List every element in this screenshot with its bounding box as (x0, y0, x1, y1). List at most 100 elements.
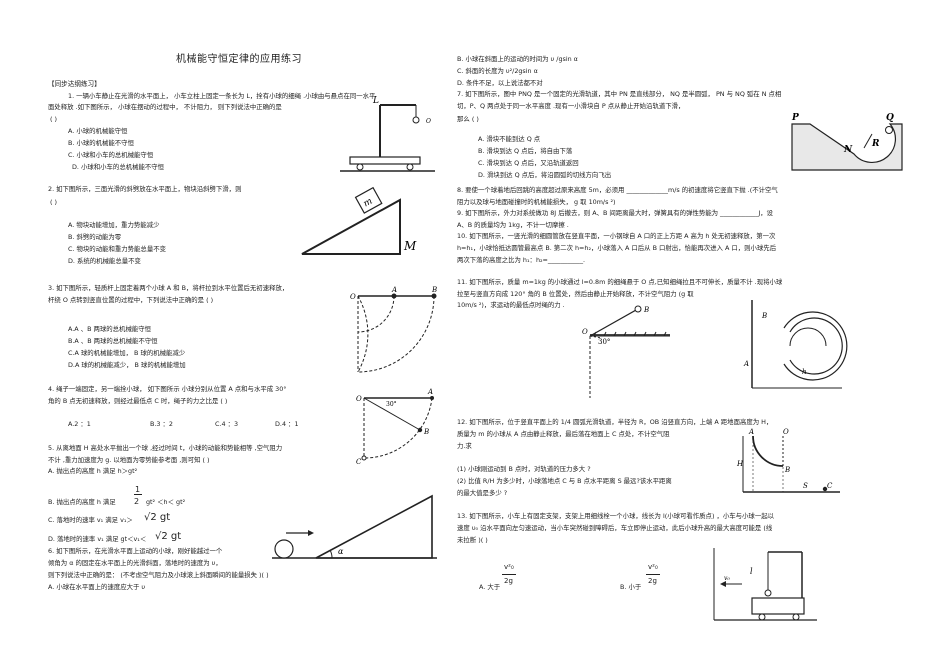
q6-option-a: A. 小球在水平面上的速度应大于 υ (48, 583, 146, 591)
q5-option-d: D. 落地时的速率 v₁ 满足 gt＜v₁＜ (48, 535, 147, 543)
q6-line-1: 6. 如下图所示，在光滑水平面上运动的小球，刚好能越过一个 (48, 547, 223, 555)
q7-label-q: Q (886, 113, 894, 123)
q1-option-c: C. 小球和小车的总机械能守恒 (68, 151, 154, 159)
q13-option-b-den: 2g (648, 577, 657, 585)
q6-option-c: C. 斜面的长度为 υ²/2gsin α (457, 67, 538, 75)
q7-option-c: C. 滑块到达 Q 点后，又沿轨道返回 (478, 159, 579, 167)
q11-line-1: 11. 如下图所示，质量 m=1kg 的小球通过 l=0.8m 的细绳悬于 O … (457, 278, 783, 286)
q6-label-alpha: α (338, 547, 344, 556)
q3-line-1: 3. 如下图所示，轻质杆上固定着两个小球 A 和 B，将杆拉到水平位置后无初速释… (48, 284, 289, 292)
q10-line-1: 10. 如下图所示，一竖光滑的细圆管放在竖直平面，一小钢球自 A 口的正上方距 … (457, 232, 776, 240)
q5-d-sqrt: √2 gt (155, 531, 182, 542)
q2-option-d: D. 系统的机械能总量不变 (68, 257, 141, 265)
q3-label-o: O (350, 293, 356, 301)
q11-line-3: 10m/s ²)，求运动的最低点时绳的力 . (457, 301, 565, 309)
q1-label-o: O (426, 118, 431, 125)
q5-option-b: B. 抛出点的高度 h 满足 (48, 498, 116, 506)
q4-label-o: O (356, 395, 362, 403)
q13-label-l: l (750, 567, 753, 576)
q3-label-b: B (431, 286, 437, 294)
q6-option-b: B. 小球在斜面上的运动的时间为 υ /gsin α (457, 55, 578, 63)
q2-label-big-m: M (403, 239, 417, 253)
q4-label-angle: 30° (386, 401, 397, 408)
q12-arc-figure: H O A B S C (736, 428, 840, 493)
q11-label-b: B (643, 306, 649, 314)
q12-label-a: A (748, 428, 754, 436)
q7-label-n: N (843, 145, 853, 155)
q10-label-b: B (761, 312, 767, 320)
q6-line-3: 则下列说法中正确的是： (不考虑空气阻力及小球滚上斜面瞬间的能量损失 )( ) (48, 571, 269, 579)
q1-cart-figure: L O (340, 96, 435, 172)
q5-b-fraction-den: 2 (134, 497, 140, 506)
q1-option-b: B. 小球的机械能不守恒 (68, 139, 134, 147)
q1-line-2: 面处释放 .如下图所示， 小球在摆动的过程中， 不计阻力， 则下列说法中正确的是 (48, 103, 282, 111)
q10-tube-figure: B A h (743, 300, 848, 389)
q13-option-b: B. 小于 (620, 583, 642, 591)
q12-label-h: H (736, 460, 744, 468)
q13-label-v0: v₀ (724, 575, 730, 582)
q3-option-c: C.A 球的机械能增加， B 球的机械能减少 (68, 349, 186, 357)
q13-option-a-bar (502, 574, 516, 575)
q4-line-1: 4. 绳子一端固定，另一端拴小球， 如下图所示 小球分别从位置 A 点和与水平成… (48, 385, 287, 393)
q12-part-2-cont: 的最大值是多少 ? (457, 489, 508, 497)
q13-option-b-num: v²₀ (648, 563, 658, 571)
q8-line-2: 阻力以及球与地面碰撞时的机械能损失， g 取 10m/s ²) (457, 198, 616, 206)
q9-line-2: A、B 的质量均为 1kg，不计一切摩擦 . (457, 221, 569, 229)
q6-line-2: 倾角为 α 的固定在水平面上的光滑斜面，落地时的速度为 υ， (48, 559, 222, 567)
section-heading: 【同步达纲练习】 (48, 80, 101, 88)
q7-option-a: A. 滑块不能到达 Q 点 (478, 135, 541, 143)
q10-label-a: A (743, 360, 749, 368)
q4-label-c: C (356, 458, 362, 466)
q5-option-c: C. 落地时的速率 v₁ 满足 v₁＞ (48, 516, 133, 524)
q2-line-1: 2. 如下图所示，三面光滑的斜劈放在水平面上，物块沿斜劈下滑，则 (48, 185, 242, 193)
q13-option-a-den: 2g (504, 577, 513, 585)
q1-line-1: 1. 一辆小车静止在光滑的水平面上， 小车立柱上固定一条长为 L，拴有小球的细绳… (68, 92, 376, 100)
q3-line-2: 杆绕 O 点转到竖直位置的过程中，下列说法中正确的是 ( ) (48, 296, 214, 304)
q12-label-c: C (827, 482, 833, 490)
q11-string-figure: B 30° O (582, 305, 670, 398)
q1-label-l: L (372, 96, 379, 106)
q5-line-1: 5. 从离地面 H 高处水平抛出一个球 ,经过时间 t，小球的动能和势能相等 ,… (48, 444, 283, 452)
q13-line-2: 速度 υ₀ 沿水平面向左匀速运动，当小车突然碰到障碍后，车立即停止运动，此后小球… (457, 524, 773, 532)
q10-line-3: 两次下落的高度之比为 h₁：h₂=___________. (457, 256, 586, 264)
q4-label-a: A (427, 388, 433, 396)
q7-option-b: B. 滑块到达 Q 点后，将自由下落 (478, 147, 573, 155)
q3-label-a: A (391, 286, 397, 294)
q2-label-m: m (362, 197, 374, 210)
q4-option-b: B.3 ：2 (150, 420, 173, 428)
q5-option-a: A. 抛出点的高度 h 满足 h＞gt² (48, 467, 138, 475)
q7-track-figure: P Q N R (791, 113, 903, 171)
q4-option-a: A.2 ：1 (68, 420, 91, 428)
q7-line-3: 那么 ( ) (457, 115, 479, 123)
q13-option-a-num: v²₀ (504, 563, 514, 571)
q10-line-2: h=h₁，小球恰抵达圆管最高点 B. 第二次 h=h₂，小球落入 A 口后从 B… (457, 244, 777, 252)
q2-answer-blank: ( ) (50, 198, 58, 206)
q12-label-s: S (803, 482, 808, 490)
q2-option-b: B. 斜劈的动能为零 (68, 233, 122, 241)
q12-line-2: 质量为 m 的小球从 A 点由静止释放，最后落在地面上 C 点处，不计空气阻 (457, 430, 670, 438)
q4-line-2: 角的 B 点无初速释放，则经过最低点 C 时，绳子的力之比是 ( ) (48, 397, 228, 405)
q3-option-d: D.A 球的机械能减少， B 球的机械能增加 (68, 361, 186, 369)
q11-label-angle: 30° (598, 338, 610, 346)
q1-option-a: A. 小球的机械能守恒 (68, 127, 128, 135)
q1-option-d: D. 小球和小车的总机械能不守恒 (72, 163, 165, 171)
q6-option-d: D. 条件不足，以上说法都不对 (457, 79, 543, 87)
q13-option-a: A. 大于 (479, 583, 501, 591)
q4-label-b: B (423, 428, 429, 436)
page-title: 机械能守恒定律的应用练习 (176, 54, 302, 65)
q5-b-fraction-num: 1 (135, 485, 141, 494)
q2-option-c: C. 物块的动能和重力势能总量不变 (68, 245, 166, 253)
q2-wedge-figure: m M (301, 186, 417, 255)
q7-label-p: P (791, 113, 799, 123)
q12-label-o: O (783, 428, 789, 436)
q13-line-1: 13. 如下图所示，小车上有固定支架，支架上用细线栓一个小球，线长为 l(小球可… (457, 512, 774, 520)
q7-line-2: 切，P、Q 两点处于同一水平高度 .现有一小滑块自 P 点从静止开始沿轨道下滑， (457, 102, 685, 110)
q5-c-sqrt: √2 gt (144, 512, 171, 523)
q3-option-a: A.A 、B 两球的总机械能守恒 (68, 325, 152, 333)
q7-line-1: 7. 如下图所示，图中 PNQ 是一个固定的光滑轨道，其中 PN 是直线部分， … (457, 90, 782, 98)
q4-option-d: D.4 ：1 (275, 420, 299, 428)
q12-label-b: B (784, 466, 790, 474)
q3-option-b: B.A 、B 两球的总机械能不守恒 (68, 337, 158, 345)
q12-part-1: (1) 小球刚运动到 B 点时，对轨道的压力多大 ? (457, 465, 591, 473)
q5-b-fraction-bar (134, 494, 142, 495)
